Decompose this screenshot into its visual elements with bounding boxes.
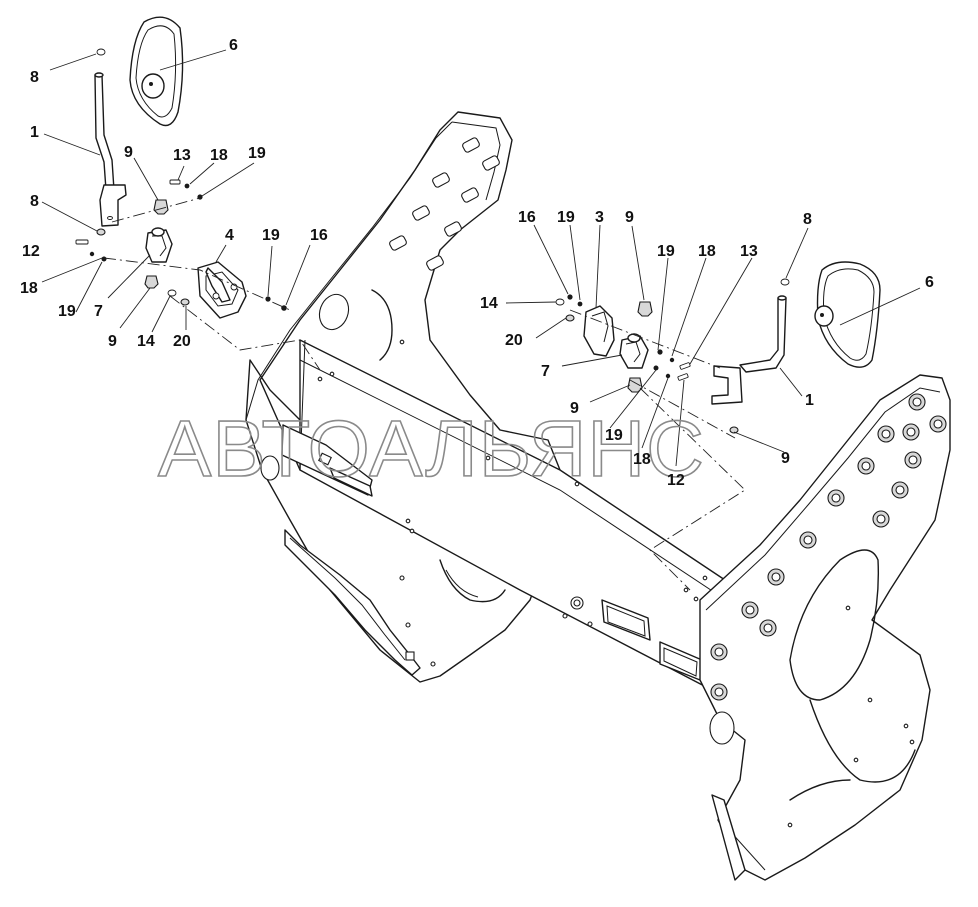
- right-washer-18-bottom: [665, 373, 671, 379]
- right-bolt-12: [677, 373, 689, 381]
- callout-7: 7: [94, 303, 103, 320]
- callout-6: 6: [229, 37, 238, 54]
- left-washer-19-bottom: [101, 256, 107, 262]
- callout-12: 12: [22, 243, 40, 260]
- callout-16: 16: [310, 227, 328, 244]
- callout-14: 14: [137, 333, 155, 350]
- right-nut-9-bottom: [729, 426, 739, 434]
- right-nut-14: [555, 298, 565, 306]
- right-bolt-13: [679, 362, 691, 370]
- left-mirror-bracket-7: [145, 227, 173, 263]
- callout-9: 9: [781, 450, 790, 467]
- left-bolt-12: [75, 239, 89, 245]
- callout-9: 9: [570, 400, 579, 417]
- callout-19: 19: [262, 227, 280, 244]
- callout-8: 8: [803, 211, 812, 228]
- callout-7: 7: [541, 363, 550, 380]
- right-mirror-assembly: [555, 261, 881, 591]
- callout-12: 12: [667, 472, 685, 489]
- left-mount-plate-4: [197, 261, 247, 319]
- right-cap-8: [780, 278, 790, 286]
- callout-18: 18: [698, 243, 716, 260]
- right-mirror-arm: [711, 295, 787, 405]
- left-washer-18-bottom: [89, 251, 95, 257]
- callout-18: 18: [20, 280, 38, 297]
- callout-13: 13: [173, 147, 191, 164]
- right-washer-19-bottom: [653, 365, 659, 371]
- right-washer-19-mid: [657, 349, 663, 355]
- right-mount-bracket-3: [583, 305, 615, 357]
- left-washer-18-top: [184, 183, 190, 189]
- callout-16: 16: [518, 209, 536, 226]
- callout-20: 20: [505, 332, 523, 349]
- right-nut-9-top: [637, 301, 653, 317]
- callout-19: 19: [58, 303, 76, 320]
- callout-14: 14: [480, 295, 498, 312]
- frame-cross-beam: [281, 339, 749, 703]
- right-washer-20: [565, 314, 575, 322]
- callout-3: 3: [595, 209, 604, 226]
- frame-slots: [389, 137, 500, 271]
- callout-1: 1: [30, 124, 39, 141]
- callout-8: 8: [30, 69, 39, 86]
- left-washer-19-mid: [265, 296, 271, 302]
- left-nut-14: [167, 289, 177, 297]
- callout-20: 20: [173, 333, 191, 350]
- callout-13: 13: [740, 243, 758, 260]
- left-cap-8: [96, 48, 106, 56]
- left-bolt-13: [169, 179, 181, 185]
- left-washer-8: [96, 228, 106, 236]
- callout-1: 1: [805, 392, 814, 409]
- callout-18: 18: [633, 451, 651, 468]
- right-mirror-head: [814, 261, 881, 368]
- callout-19: 19: [605, 427, 623, 444]
- callout-4: 4: [225, 227, 234, 244]
- callout-6: 6: [925, 274, 934, 291]
- callout-18: 18: [210, 147, 228, 164]
- left-mirror-arm: [94, 72, 127, 227]
- left-mirror-assembly: [75, 16, 321, 371]
- callout-19: 19: [557, 209, 575, 226]
- callout-9: 9: [625, 209, 634, 226]
- left-washer-20: [180, 298, 190, 306]
- frame-right-side-plate: [699, 374, 951, 881]
- left-mirror-head: [129, 16, 184, 127]
- leader-lines: [41, 49, 921, 467]
- callout-19: 19: [657, 243, 675, 260]
- callout-9: 9: [124, 144, 133, 161]
- right-washer-19-top: [577, 301, 583, 307]
- left-nut-9-top: [153, 199, 169, 215]
- callout-8: 8: [30, 193, 39, 210]
- right-mirror-bracket-7: [619, 333, 649, 369]
- right-nut-16: [567, 294, 573, 300]
- callout-19: 19: [248, 145, 266, 162]
- watermark-text: АВТОАЛЬЯНС: [158, 404, 705, 493]
- callout-9: 9: [108, 333, 117, 350]
- left-nut-9-bottom: [144, 275, 159, 289]
- right-washer-18-top: [669, 357, 675, 363]
- callout-labels: 8 6 1 9 13 18 19 8 4 19 16 12 18 19 7 9 …: [20, 37, 934, 489]
- frame-bolt-holes: [710, 393, 947, 701]
